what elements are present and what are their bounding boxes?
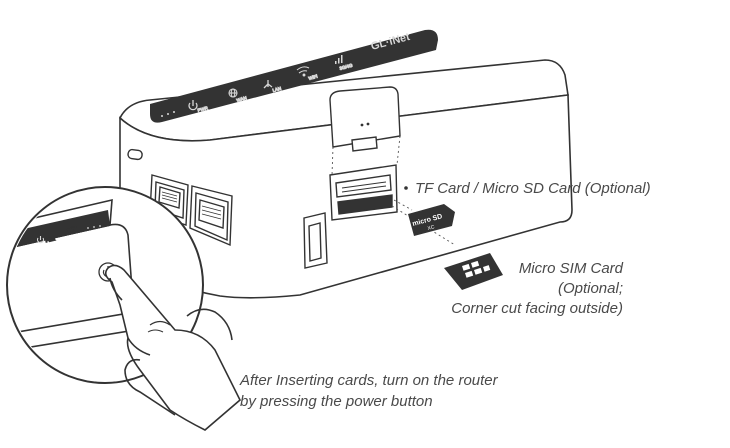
- indicator-label-lan: LAN: [272, 86, 282, 93]
- sim-card-label-line1: Micro SIM Card: [519, 260, 624, 277]
- usb-c-port: [127, 148, 143, 161]
- power-icon: [188, 100, 198, 111]
- zoom-label-pwr: PWR: [45, 236, 55, 243]
- sim-card-label-line3: Corner cut facing outside): [451, 300, 623, 317]
- slot-cover-flap: [329, 86, 401, 152]
- tf-card-label: TF Card / Micro SD Card (Optional): [415, 180, 651, 197]
- caption-line1: After Inserting cards, turn on the route…: [239, 372, 499, 389]
- wifi-icon: [296, 66, 310, 77]
- indicator-label-cellular: 3G/4G: [339, 63, 354, 71]
- indicator-label-wifi: WiFi: [308, 74, 318, 81]
- sim-card-label-line2: (Optional;: [558, 280, 623, 297]
- indicator-label-wan: WAN: [236, 95, 247, 103]
- lan-icon: [263, 80, 273, 89]
- indicator-label-pwr: PWR: [197, 105, 209, 113]
- zoom-power-icon: [36, 236, 45, 244]
- microsd-card: micro SD XC: [408, 204, 455, 236]
- tf-label-pointer: [404, 186, 408, 190]
- guide-lines: [331, 135, 456, 246]
- globe-icon: [228, 88, 238, 98]
- microsd-card-sublabel: XC: [427, 224, 436, 232]
- zoom-label-wan: WAN: [67, 226, 77, 233]
- zoom-inset: PWR WAN: [6, 186, 241, 431]
- signal-icon: [335, 55, 343, 64]
- usb-a-port: [303, 212, 328, 269]
- card-slot: [329, 164, 398, 221]
- indicator-row: PWR WAN LAN WiFi 3G/4G: [161, 55, 354, 117]
- ethernet-port-2: [189, 185, 233, 247]
- sim-card: [444, 253, 503, 290]
- caption-line2: by pressing the power button: [240, 393, 433, 410]
- finger-illustration: [104, 264, 241, 431]
